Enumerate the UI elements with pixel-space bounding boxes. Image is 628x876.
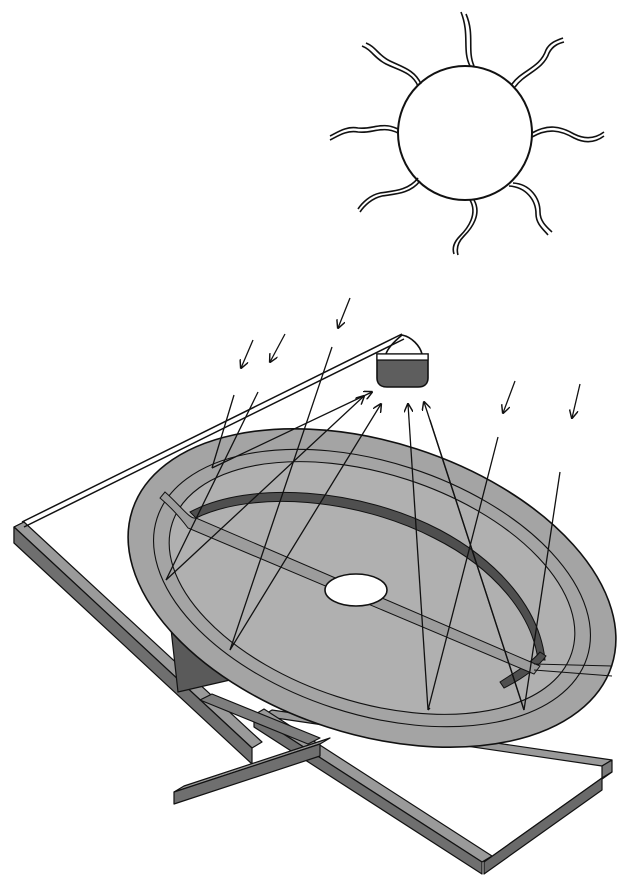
support-frame — [13, 333, 613, 875]
sun-flare-group — [329, 11, 605, 256]
sun-rays — [165, 297, 581, 711]
parabolic-reflector-dish — [127, 428, 617, 748]
cooking-pot — [376, 353, 429, 388]
sun-icon — [329, 11, 605, 256]
